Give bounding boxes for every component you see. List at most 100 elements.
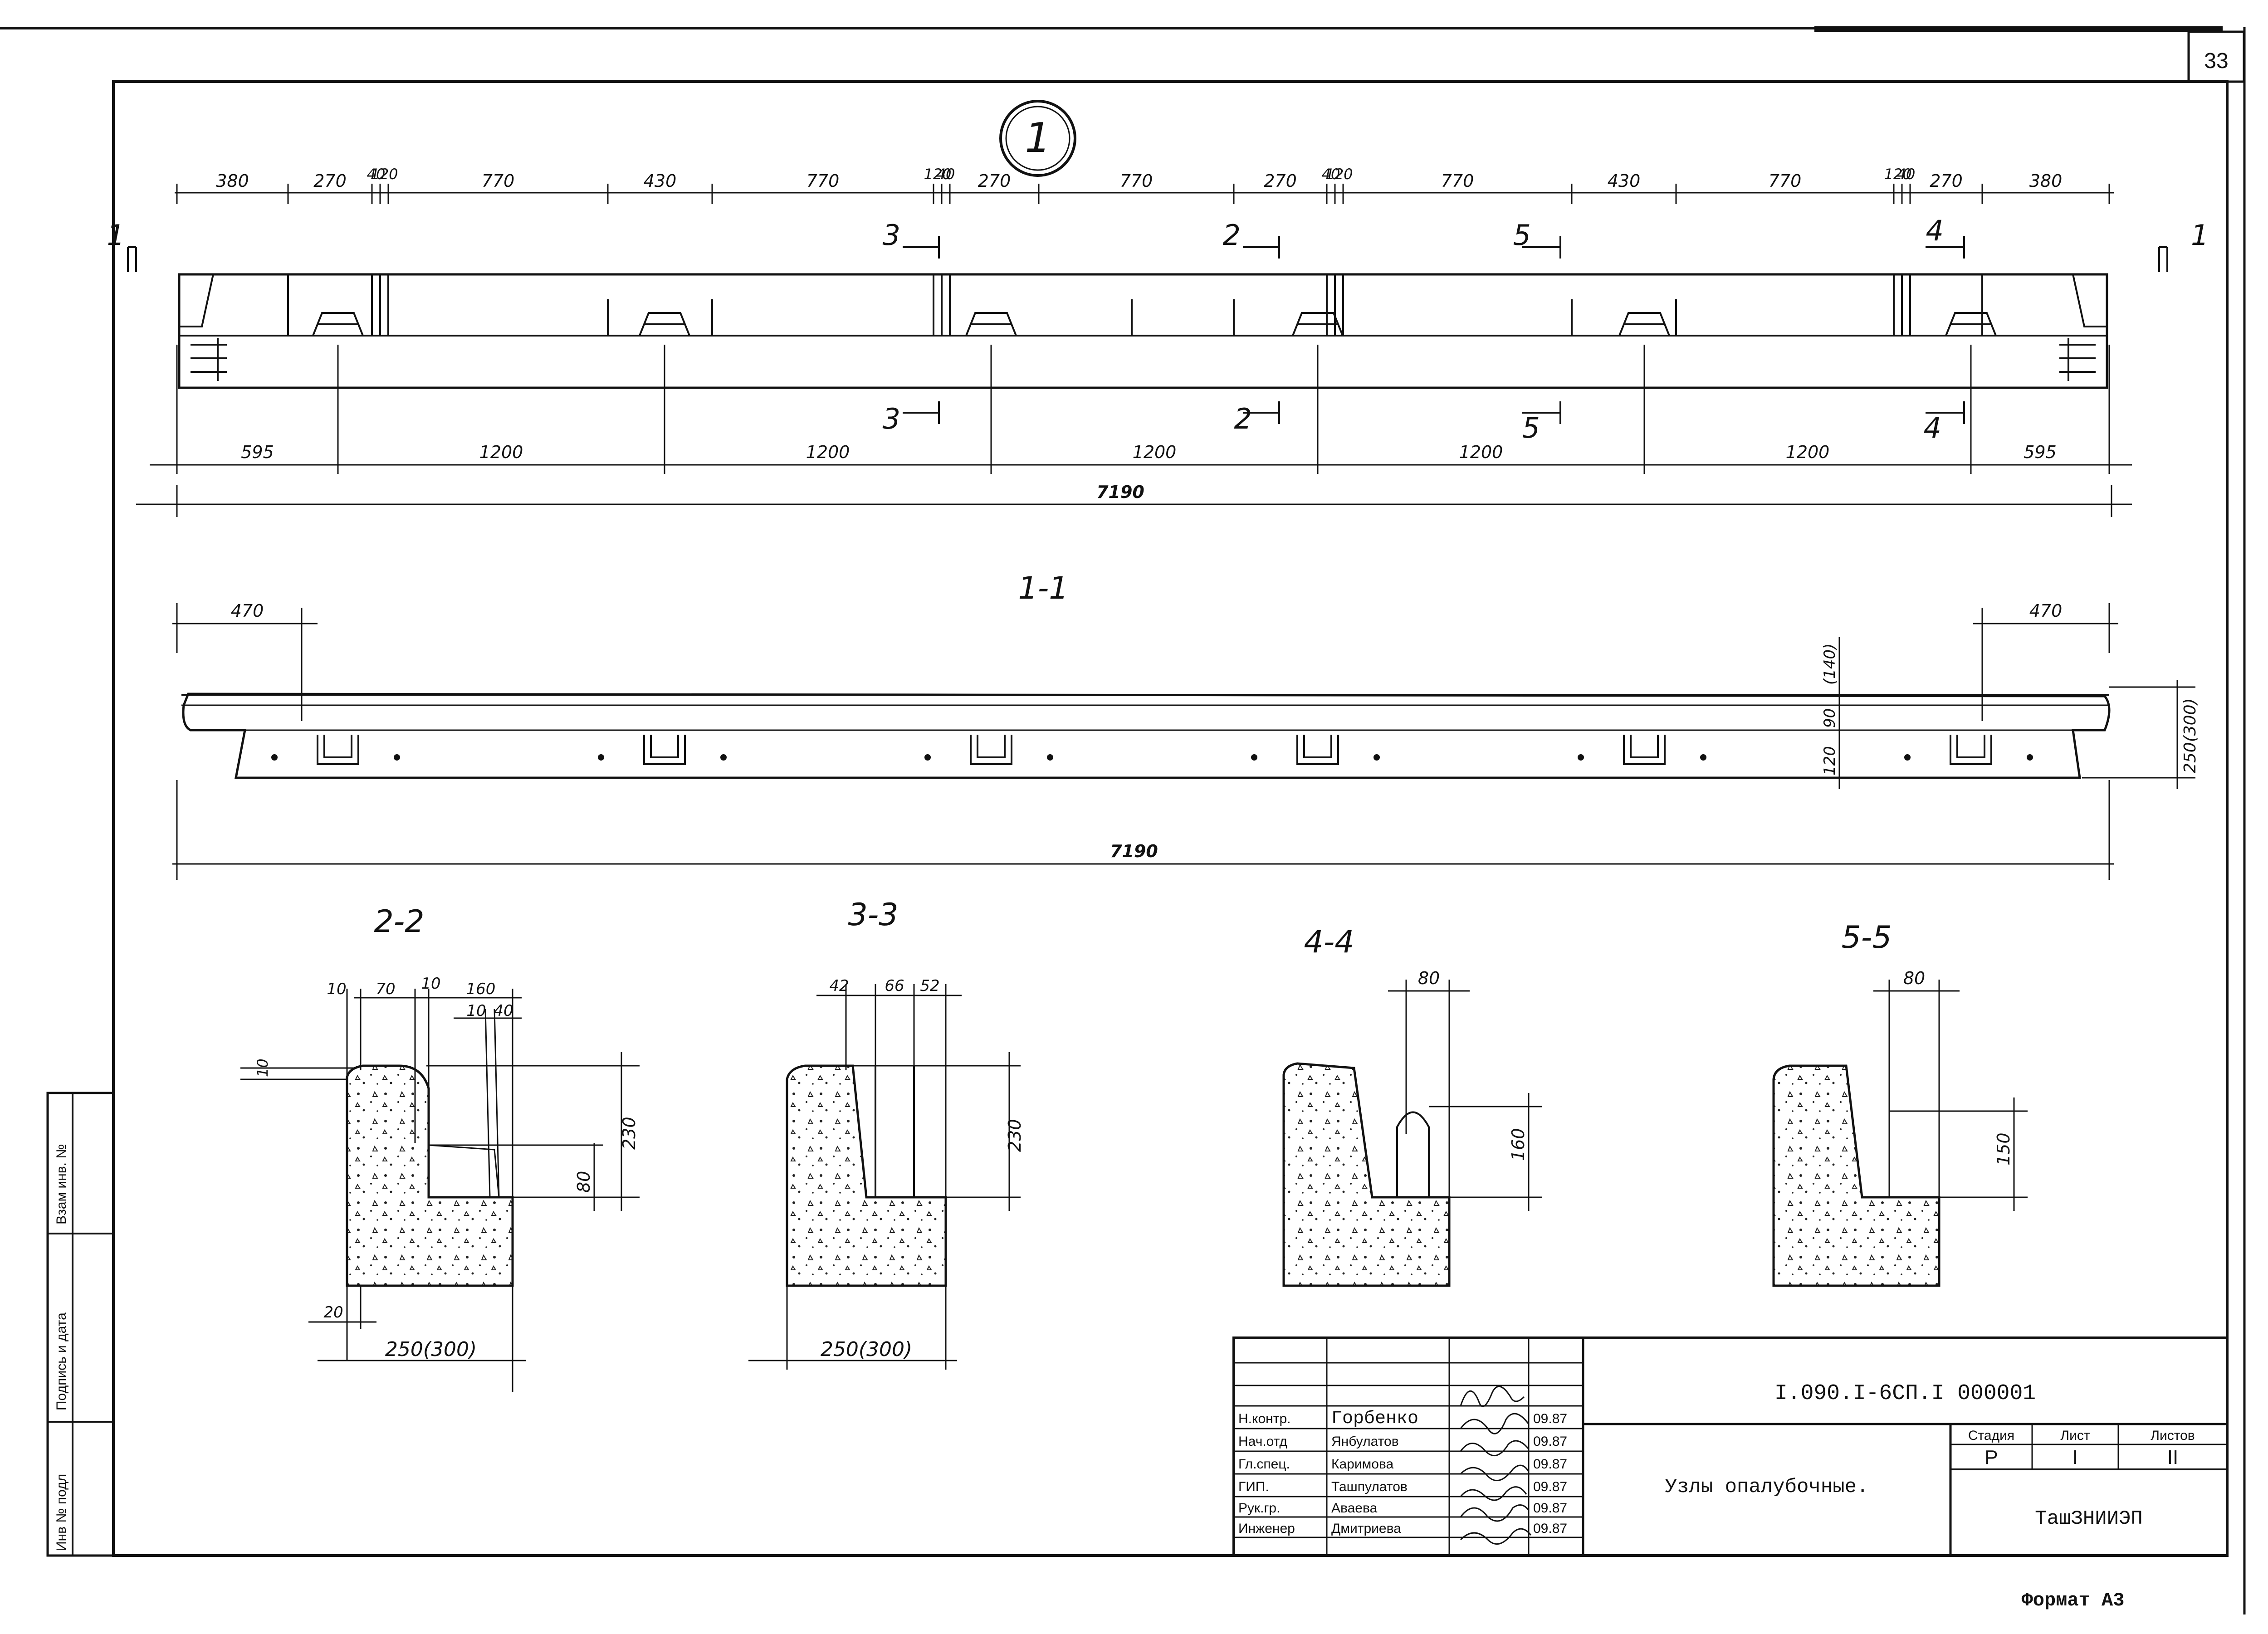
sec11-right-dim: 470 xyxy=(2029,601,2063,621)
plan-top-dim-label: 380 xyxy=(216,171,249,191)
sheets-header: Листов xyxy=(2151,1428,2195,1443)
plan-loops xyxy=(312,312,1997,336)
sec22-dim-10b: 10 xyxy=(421,975,440,993)
section-dot xyxy=(1578,754,1584,761)
beam-plan-outline xyxy=(178,273,2108,389)
plan-top-dim-label: 770 xyxy=(1441,171,1474,191)
sec33-dim-width: 250(300) xyxy=(821,1338,912,1361)
page-number: 33 xyxy=(2204,49,2228,73)
section-pocket-inner xyxy=(977,735,1006,758)
plan-top-dim-label: 430 xyxy=(644,171,677,191)
plan-cut-marks xyxy=(127,236,2168,424)
doc-code: I.090.I-6СП.I 000001 xyxy=(1774,1381,2036,1406)
sec44-dim-160: 160 xyxy=(1508,1128,1528,1161)
sec22-dim-10c: 10 xyxy=(466,1002,486,1020)
sec11-dim-90: 90 xyxy=(1821,708,1839,728)
staff-role: Гл.спец. xyxy=(1238,1457,1290,1472)
section-dot xyxy=(720,754,727,761)
plan-top-dim-label: 40 xyxy=(1897,166,1916,183)
sec55-body xyxy=(1772,1064,1941,1287)
plan-bottom-dim-ticks xyxy=(176,345,2110,474)
plan-top-dim-label: 40 xyxy=(937,166,955,183)
plan-bottom-dim-label: 595 xyxy=(2024,442,2057,462)
sec22-body xyxy=(346,1064,514,1287)
staff-name: Аваева xyxy=(1331,1501,1378,1516)
plan-bottom-dim-label: 1200 xyxy=(806,442,850,462)
section-dot xyxy=(271,754,278,761)
sec11-dim-140: (140) xyxy=(1821,644,1839,685)
staff-date: 09.87 xyxy=(1533,1521,1567,1536)
plan-top-dim-label: 270 xyxy=(978,171,1011,191)
sec44-body xyxy=(1282,1062,1451,1287)
sec22-dim-230: 230 xyxy=(619,1117,639,1150)
doc-title: Узлы опалубочные. xyxy=(1665,1476,1869,1498)
signature-scribbles xyxy=(1460,1385,1532,1545)
section-pocket-inner xyxy=(1303,735,1332,758)
page-number-box xyxy=(2187,30,2245,83)
cut-5-top: 5 xyxy=(1513,219,1531,252)
section-dot xyxy=(2027,754,2033,761)
plan-top-dim-label: 40 xyxy=(1322,166,1340,183)
section-pocket-inner xyxy=(1630,735,1659,758)
sec22-dim-width: 250(300) xyxy=(385,1338,477,1361)
cut-2-bottom: 2 xyxy=(1234,402,1252,435)
cut-4-top: 4 xyxy=(1926,214,1944,247)
section-3-3: 3-3 42 66 52 230 250(300) xyxy=(748,897,1025,1370)
plan-top-dim-label: 270 xyxy=(1264,171,1297,191)
sec44-loop xyxy=(1396,1111,1430,1197)
plan-top-dim-label: 770 xyxy=(807,171,840,191)
staff-date: 09.87 xyxy=(1533,1411,1567,1426)
section-pocket xyxy=(970,735,1012,765)
cut-1-right: 1 xyxy=(2191,219,2209,252)
stage-header: Стадия xyxy=(1968,1428,2014,1443)
plan-bottom-dim-label: 1200 xyxy=(1786,442,1830,462)
section-pocket xyxy=(317,735,359,765)
plan-bottom-dim-label: 1200 xyxy=(1133,442,1177,462)
staff-date: 09.87 xyxy=(1533,1434,1567,1449)
sec22-dim-10a: 10 xyxy=(327,980,346,998)
staff-name: Горбенко xyxy=(1331,1409,1418,1429)
sec22-dim-left10: 10 xyxy=(254,1058,271,1077)
section-4-4-title: 4-4 xyxy=(1304,924,1354,960)
plan-top-dim-label: 430 xyxy=(1608,171,1641,191)
section-dot xyxy=(1251,754,1257,761)
plan-top-dim-label: 120 xyxy=(924,166,951,183)
staff-role: ГИП. xyxy=(1238,1479,1269,1494)
sec55-dim-150: 150 xyxy=(1994,1132,2014,1166)
side-stamp-label-0: Взам инв. № xyxy=(54,1144,69,1224)
staff-role: Рук.гр. xyxy=(1238,1501,1280,1516)
cut-3-bottom: 3 xyxy=(883,402,900,435)
section-pocket-inner xyxy=(650,735,679,758)
staff-role: Инженер xyxy=(1238,1521,1295,1536)
sheet-value: I xyxy=(2072,1446,2078,1468)
section-dot xyxy=(1904,754,1911,761)
node-marker-circle xyxy=(999,100,1076,177)
section-5-5: 5-5 80 150 xyxy=(1772,920,2028,1287)
sec44-dim-80: 80 xyxy=(1418,968,1440,988)
plan-top-dim-label: 770 xyxy=(482,171,515,191)
section-pocket-inner xyxy=(323,735,352,758)
section-dot xyxy=(924,754,931,761)
staff-name: Дмитриева xyxy=(1331,1521,1401,1536)
section-pocket xyxy=(1623,735,1666,765)
staff-date: 09.87 xyxy=(1533,1501,1567,1516)
staff-role: Н.контр. xyxy=(1238,1411,1290,1426)
beam-section-outline xyxy=(182,693,2111,779)
plan-bottom-dim-label: 1200 xyxy=(1459,442,1503,462)
sec22-dim-70: 70 xyxy=(376,980,395,998)
sec11-dim-250: 250(300) xyxy=(2181,698,2200,773)
stage-value: Р xyxy=(1984,1446,1998,1468)
section-1-1: 1-1 470 470 (140) 90 120 250(300) 7190 xyxy=(172,571,2200,880)
cut-2-top: 2 xyxy=(1223,219,1241,252)
sec22-dim-20: 20 xyxy=(323,1303,343,1322)
cut-4-bottom: 4 xyxy=(1924,411,1941,444)
plan-top-dim-label: 770 xyxy=(1769,171,1802,191)
cut-1-left: 1 xyxy=(107,219,125,252)
sheets-value: II xyxy=(2167,1446,2178,1468)
organization: ТашЗНИИЭП xyxy=(2035,1507,2143,1530)
section-dot xyxy=(598,754,604,761)
plan-top-dim-label: 40 xyxy=(367,166,386,183)
plan-total-dim: 7190 xyxy=(1096,482,1144,502)
